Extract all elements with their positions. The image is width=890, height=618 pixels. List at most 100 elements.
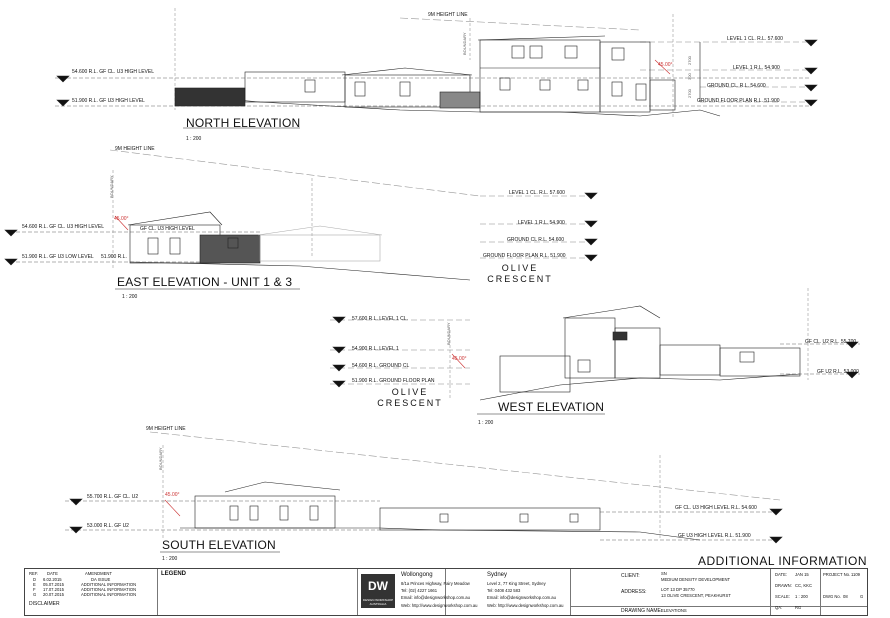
rev-header-date: DATE — [47, 571, 58, 576]
south-left-level-1: 55.700 R.L. GF CL. U2 — [87, 494, 139, 500]
rev-row-e-amendment: ADDITIONAL INFORMATION — [81, 582, 137, 587]
qa-label: QA: — [775, 605, 783, 610]
office2-tel: Tel: 0408 432 583 — [487, 588, 521, 593]
project-value: 1109 — [851, 572, 861, 577]
west-left-level-4: 51.900 R.L. GROUND FLOOR PLAN — [352, 378, 435, 384]
scale-label: SCALE: — [775, 594, 790, 599]
office1-name: Wollongong — [401, 572, 433, 578]
east-boundary-label: BOUNDARY — [109, 175, 114, 198]
project-description: MEDIUM DENSITY DEVELOPMENT — [661, 577, 731, 582]
rev-row-f-date: 17.07.2015 — [43, 587, 64, 592]
disclaimer-label: DISCLAIMER — [29, 601, 60, 607]
address-label: ADDRESS: — [621, 589, 647, 595]
west-right-level-1: GF CL. U2 R.L. 55.700 — [805, 339, 857, 345]
west-street-name: OLIVE CRESCENT — [370, 387, 450, 409]
logo-mark: DW — [368, 579, 388, 593]
north-right-level-4: GROUND FLOOR PLAN R.L. 51.900 — [697, 98, 780, 104]
rev-row-e-ref: E — [33, 582, 36, 587]
west-right-level-2: GF U2 R.L. 53.000 — [817, 369, 859, 375]
office1-web: Web: http://www.designworkshop.com.au — [401, 603, 478, 608]
west-left-level-3: 54.600 R.L. GROUND CL — [352, 363, 410, 369]
south-angle: 45.00° — [165, 492, 180, 498]
west-boundary-label: BOUNDARY — [446, 322, 451, 345]
qa-value: RG — [795, 605, 802, 610]
north-scale: 1 : 200 — [186, 136, 202, 142]
east-right-level-3: GROUND CL R.L. 54.600 — [507, 237, 565, 243]
east-right-level-2: LEVEL 1 R.L. 54.900 — [518, 220, 565, 226]
north-elevation-drawing — [55, 8, 818, 129]
rev-row-f-ref: F — [33, 587, 36, 592]
north-dim-3: 2700 — [687, 89, 692, 98]
rev-header-ref: REF. — [29, 571, 39, 576]
rev-row-f-amendment: ADDITIONAL INFORMATION — [81, 587, 137, 592]
east-left-level-2: 51.900 R.L. GF U3 LOW LEVEL — [22, 254, 94, 260]
legend-label: LEGEND — [161, 571, 187, 577]
office2-address: Level 2, 77 King Street, Sydney — [487, 581, 546, 586]
east-height-line-label: 9M HEIGHT LINE — [115, 146, 155, 152]
north-right-level-1: LEVEL 1 CL. R.L. 57.600 — [727, 36, 783, 42]
rev-row-d-ref: D — [33, 577, 37, 582]
east-street-line-2: CRESCENT — [487, 274, 553, 284]
rev-row-g-date: 20.07.2015 — [43, 592, 64, 597]
title-block: REF. DATE AMENDMENT D 6.02.2015 DA ISSUE… — [24, 568, 868, 616]
south-boundary-label: BOUNDARY — [158, 447, 163, 470]
north-height-line-label: 9M HEIGHT LINE — [428, 12, 468, 18]
date-value: JAN 15 — [795, 572, 809, 577]
office1-address: 8/1a Princes Highway, Fairy Meadow — [401, 581, 470, 586]
east-angle: 45.00° — [114, 216, 129, 222]
south-scale: 1 : 200 — [162, 556, 178, 562]
additional-information-heading: ADDITIONAL INFORMATION — [698, 554, 868, 568]
east-scale: 1 : 200 — [122, 294, 138, 300]
east-street-line-1: OLIVE — [501, 263, 539, 273]
north-dim-2: 300 — [687, 73, 692, 80]
scale-value: 1 : 200 — [795, 594, 808, 599]
drawing-name-label: DRAWING NAME: — [621, 608, 663, 614]
rev-row-d-date: 6.02.2015 — [43, 577, 62, 582]
north-elevation-title: NORTH ELEVATION — [186, 116, 301, 130]
south-elevation-drawing — [65, 431, 783, 553]
east-street-name: OLIVE CRESCENT — [480, 263, 560, 285]
north-dim-1: 2700 — [687, 56, 692, 65]
north-angle: 45.00° — [658, 62, 673, 68]
date-label: DATE: — [775, 572, 788, 577]
east-elevation-title: EAST ELEVATION - UNIT 1 & 3 — [117, 275, 293, 289]
east-right-level-1: LEVEL 1 CL. R.L. 57.600 — [509, 190, 565, 196]
west-left-level-1: 57.600 R.L. LEVEL 1 CL. — [352, 316, 408, 322]
west-angle: 45.00° — [452, 356, 467, 362]
rev-value: G — [860, 594, 864, 599]
east-elevation-drawing — [4, 149, 598, 290]
south-right-level-2: GF U3 HIGH LEVEL R.L. 51.900 — [678, 533, 751, 539]
drawing-name-value: ELEVATIONS — [661, 608, 687, 613]
dwa-logo: DW DESIGN WORKSHOP AUSTRALIA — [361, 574, 395, 608]
office2-web: Web: http://www.designworkshop.com.au — [487, 603, 564, 608]
west-elevation-title: WEST ELEVATION — [498, 400, 605, 414]
drawn-value: CC, KKC — [795, 583, 812, 588]
office1-tel: Tel: (02) 4227 1661 — [401, 588, 438, 593]
office1-email: Email: info@designworkshop.com.au — [401, 595, 470, 600]
rev-row-d-amendment: DA ISSUE — [91, 577, 111, 582]
project-label: PROJECT No. — [823, 572, 851, 577]
client-value: SN — [661, 571, 667, 576]
east-mid-level-2: 51.900 R.L. — [101, 254, 127, 260]
west-street-line-2: CRESCENT — [377, 398, 443, 408]
office2-email: Email: info@designworkshop.com.au — [487, 595, 556, 600]
east-mid-level-1: GF CL. U3 HIGH LEVEL — [140, 226, 195, 232]
south-elevation-title: SOUTH ELEVATION — [162, 538, 276, 552]
north-boundary-label: BOUNDARY — [462, 32, 467, 55]
west-left-level-2: 54.900 R.L. LEVEL 1 — [352, 346, 399, 352]
south-left-level-2: 53.000 R.L. GF U2 — [87, 523, 129, 529]
rev-row-g-ref: G — [33, 592, 37, 597]
south-right-level-1: GF CL. U3 HIGH LEVEL R.L. 54.600 — [675, 505, 757, 511]
rev-header-amendment: AMENDMENT — [85, 571, 112, 576]
west-elevation-drawing — [330, 288, 860, 415]
drawn-label: DRAWN: — [775, 583, 792, 588]
address-line-2: 13 OLIVE CRESCENT, PEAKHURST — [661, 593, 731, 598]
east-right-level-4: GROUND FLOOR PLAN R.L. 51.900 — [483, 253, 566, 259]
rev-row-e-date: 05.07.2015 — [43, 582, 64, 587]
client-label: CLIENT: — [621, 573, 640, 579]
west-scale: 1 : 200 — [478, 420, 494, 426]
office2-name: Sydney — [487, 572, 508, 578]
rev-row-g-amendment: ADDITIONAL INFORMATION — [81, 592, 137, 597]
